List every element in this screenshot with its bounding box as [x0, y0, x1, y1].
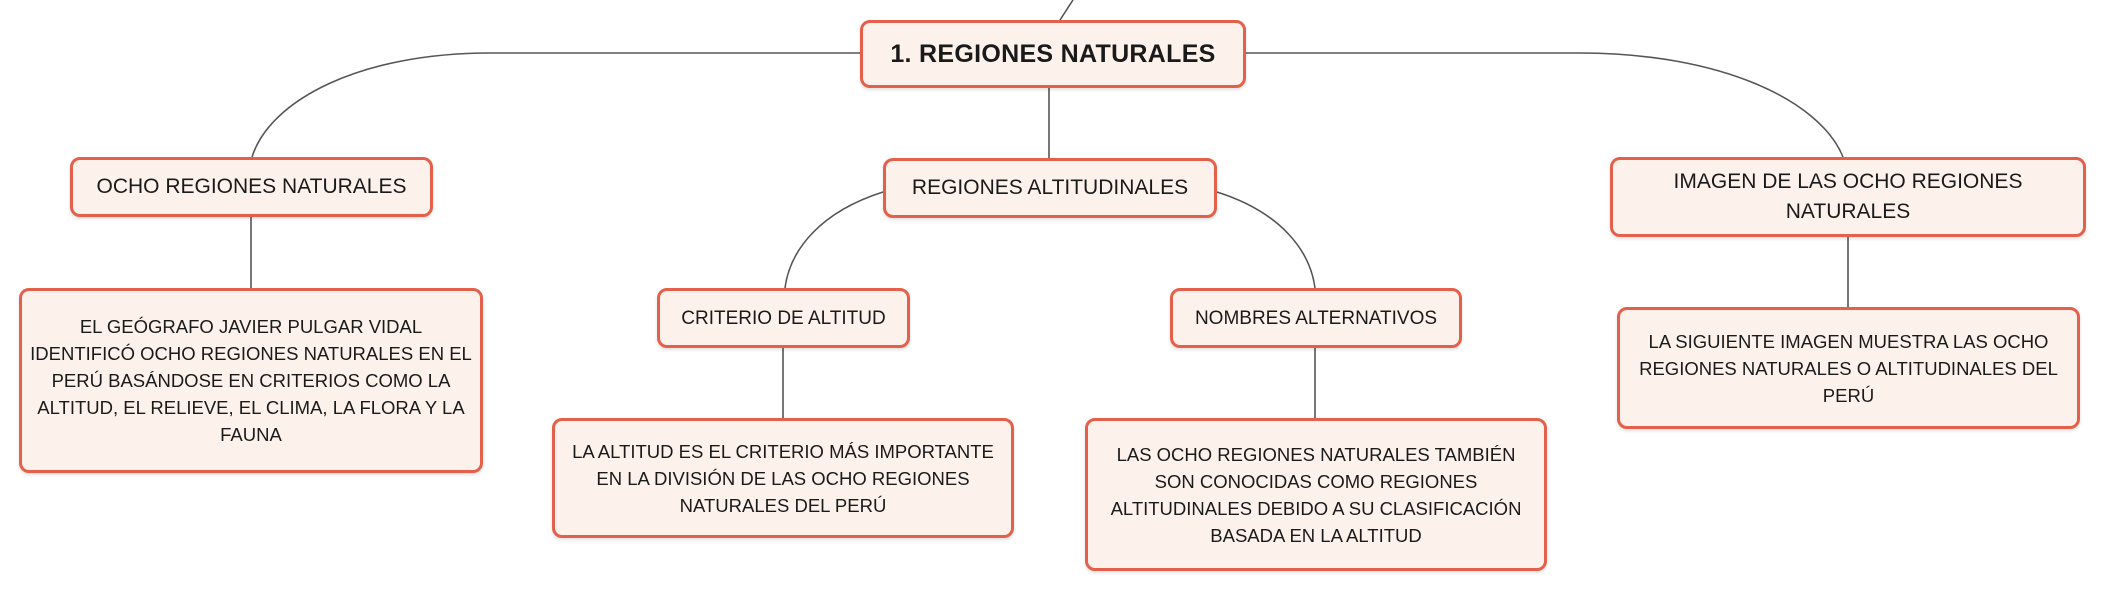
imagen-regiones-detail-node[interactable]: LA SIGUIENTE IMAGEN MUESTRA LAS OCHO REG… — [1617, 307, 2080, 429]
nombres-alternativos-detail-node[interactable]: LAS OCHO REGIONES NATURALES TAMBIÉN SON … — [1085, 418, 1547, 571]
connector-root-ocho — [251, 52, 860, 158]
nombres-alternativos-label: NOMBRES ALTERNATIVOS — [1194, 307, 1438, 329]
connector-root-parent — [1059, 0, 1074, 21]
connector-altitudinales-criterio — [784, 191, 884, 289]
criterio-altitud-label: CRITERIO DE ALTITUD — [681, 307, 886, 329]
imagen-regiones-detail-text: LA SIGUIENTE IMAGEN MUESTRA LAS OCHO REG… — [1639, 330, 2058, 406]
root-node[interactable]: 1. REGIONES NATURALES — [860, 20, 1246, 88]
criterio-altitud-node[interactable]: CRITERIO DE ALTITUD — [657, 288, 910, 348]
connector-root-imagen — [1246, 52, 1844, 158]
regiones-altitudinales-node[interactable]: REGIONES ALTITUDINALES — [883, 158, 1217, 218]
ocho-regiones-detail-text: EL GEÓGRAFO JAVIER PULGAR VIDAL IDENTIFI… — [30, 316, 472, 445]
imagen-regiones-label: IMAGEN DE LAS OCHO REGIONES NATURALES — [1673, 170, 2023, 223]
regiones-altitudinales-label: REGIONES ALTITUDINALES — [911, 176, 1189, 199]
root-label: 1. REGIONES NATURALES — [890, 39, 1216, 68]
nombres-alternativos-detail-text: LAS OCHO REGIONES NATURALES TAMBIÉN SON … — [1110, 443, 1522, 546]
ocho-regiones-label: OCHO REGIONES NATURALES — [96, 175, 407, 198]
imagen-regiones-node[interactable]: IMAGEN DE LAS OCHO REGIONES NATURALES — [1610, 157, 2086, 237]
criterio-altitud-detail-node[interactable]: LA ALTITUD ES EL CRITERIO MÁS IMPORTANTE… — [552, 418, 1014, 538]
nombres-alternativos-node[interactable]: NOMBRES ALTERNATIVOS — [1170, 288, 1462, 348]
connector-altitudinales-nombres — [1216, 191, 1316, 289]
ocho-regiones-detail-node[interactable]: EL GEÓGRAFO JAVIER PULGAR VIDAL IDENTIFI… — [19, 288, 483, 473]
ocho-regiones-node[interactable]: OCHO REGIONES NATURALES — [70, 157, 433, 217]
criterio-altitud-detail-text: LA ALTITUD ES EL CRITERIO MÁS IMPORTANTE… — [572, 440, 994, 516]
